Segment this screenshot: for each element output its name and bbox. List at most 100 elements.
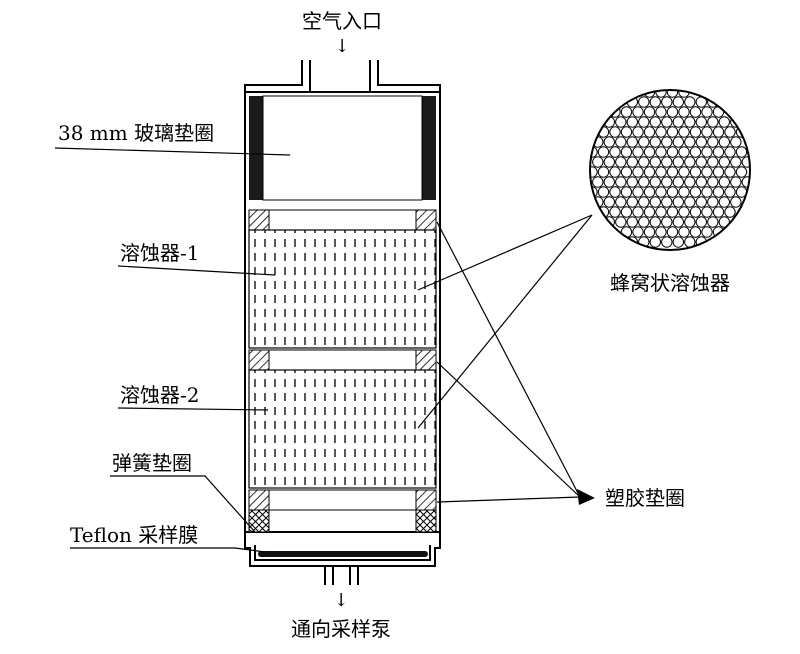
- honeycomb-cell: [684, 196, 696, 208]
- honeycomb-cell: [603, 136, 615, 148]
- denuder-2-label: 溶蚀器-2: [120, 383, 199, 407]
- honeycomb-cell: [638, 116, 650, 128]
- honeycomb-cell: [689, 106, 702, 118]
- honeycomb-cell: [661, 196, 673, 208]
- honeycomb-cell: [730, 136, 742, 148]
- denuder-1-label: 溶蚀器-1: [120, 241, 199, 265]
- honeycomb-cell: [695, 136, 707, 148]
- honeycomb-cell: [689, 206, 702, 218]
- honeycomb-cell: [695, 176, 707, 188]
- honeycomb-cell: [649, 196, 661, 208]
- honeycomb-cell: [678, 126, 690, 138]
- honeycomb-cell: [643, 226, 656, 238]
- honeycomb-cell: [655, 186, 667, 198]
- honeycomb-cell: [661, 176, 673, 188]
- honeycomb-cell: [718, 196, 730, 208]
- honeycomb-cell: [655, 206, 667, 218]
- honeycomb-cell: [672, 96, 684, 108]
- honeycomb-cell: [684, 216, 696, 228]
- honeycomb-cell: [609, 146, 621, 158]
- denuder-2-body: [248, 369, 437, 489]
- glass-gasket-label: 38 mm 玻璃垫圈: [58, 121, 214, 145]
- honeycomb-cell: [718, 156, 730, 168]
- honeycomb-cell: [730, 196, 742, 208]
- honeycomb-cell: [615, 216, 627, 228]
- honeycomb-cell: [701, 166, 713, 178]
- honeycomb-cell: [620, 186, 633, 198]
- honeycomb-cell: [707, 116, 719, 128]
- honeycomb-cell: [666, 186, 679, 198]
- honeycomb-cell: [632, 166, 644, 178]
- honeycomb-cell: [712, 126, 725, 138]
- honeycomb-cell: [672, 236, 684, 248]
- air-inlet-label: 空气入口: [302, 9, 382, 33]
- honeycomb-cell: [643, 146, 656, 158]
- honeycomb-cell: [678, 146, 690, 158]
- honeycomb-cell: [649, 236, 661, 248]
- honeycomb-cell: [701, 186, 713, 198]
- honeycomb-cell: [609, 206, 621, 218]
- honeycomb-cell: [661, 156, 673, 168]
- honeycomb-cell: [707, 156, 719, 168]
- honeycomb-cell: [672, 156, 684, 168]
- honeycomb-cell: [620, 126, 633, 138]
- honeycomb-cell: [626, 176, 638, 188]
- honeycomb-cell: [695, 196, 707, 208]
- honeycomb-cell: [649, 116, 661, 128]
- honeycomb-cell: [689, 146, 702, 158]
- honeycomb-cell: [661, 116, 673, 128]
- honeycomb-cell: [643, 186, 656, 198]
- honeycomb-cell: [701, 146, 713, 158]
- glass-gasket: [249, 95, 436, 201]
- honeycomb-cell: [649, 96, 661, 108]
- honeycomb-cell: [678, 206, 690, 218]
- inlet-tubes: [244, 60, 441, 92]
- honeycomb-cell: [672, 136, 684, 148]
- honeycomb-cell: [603, 156, 615, 168]
- honeycomb-cell: [735, 166, 748, 178]
- spring-gasket-label: 弹簧垫圈: [112, 451, 192, 475]
- honeycomb-cell: [649, 156, 661, 168]
- honeycomb-cell: [712, 166, 725, 178]
- honeycomb-cell: [655, 166, 667, 178]
- honeycomb-cell: [666, 206, 679, 218]
- honeycomb-cell: [638, 156, 650, 168]
- housing: [244, 91, 441, 533]
- honeycomb-cell: [684, 136, 696, 148]
- honeycomb-cell: [724, 166, 736, 178]
- honeycomb-cell: [626, 216, 638, 228]
- bottom-cap: [244, 532, 441, 567]
- honeycomb-cell: [701, 206, 713, 218]
- honeycomb-cell: [643, 206, 656, 218]
- honeycomb-cell: [672, 116, 684, 128]
- honeycomb-cell: [615, 156, 627, 168]
- honeycomb-cell: [632, 106, 644, 118]
- honeycomb-cell: [632, 146, 644, 158]
- honeycomb-cell: [672, 216, 684, 228]
- honeycomb-cell: [684, 96, 696, 108]
- teflon-membrane: [258, 551, 428, 557]
- honeycomb-cell: [632, 126, 644, 138]
- honeycomb-cell: [741, 176, 750, 188]
- honeycomb-cell: [707, 136, 719, 148]
- honeycomb-cell: [620, 166, 633, 178]
- honeycomb-cell: [695, 116, 707, 128]
- outlet-tubes: [324, 566, 359, 585]
- honeycomb-cell: [678, 166, 690, 178]
- honeycomb-cell: [689, 166, 702, 178]
- honeycomb-cell: [655, 226, 667, 238]
- honeycomb-cell: [632, 186, 644, 198]
- denuder-1-body: [248, 229, 437, 349]
- honeycomb-cell: [638, 216, 650, 228]
- honeycomb-cell: [678, 106, 690, 118]
- plastic-gasket-1: [248, 209, 437, 231]
- honeycomb-cell: [638, 96, 650, 108]
- honeycomb-denuder-label: 蜂窝状溶蚀器: [610, 271, 730, 295]
- honeycomb-cell: [678, 226, 690, 238]
- honeycomb-cell: [609, 186, 621, 198]
- honeycomb-cell: [707, 216, 719, 228]
- honeycomb-cell: [718, 116, 730, 128]
- honeycomb-cell: [707, 176, 719, 188]
- honeycomb-cell: [620, 106, 633, 118]
